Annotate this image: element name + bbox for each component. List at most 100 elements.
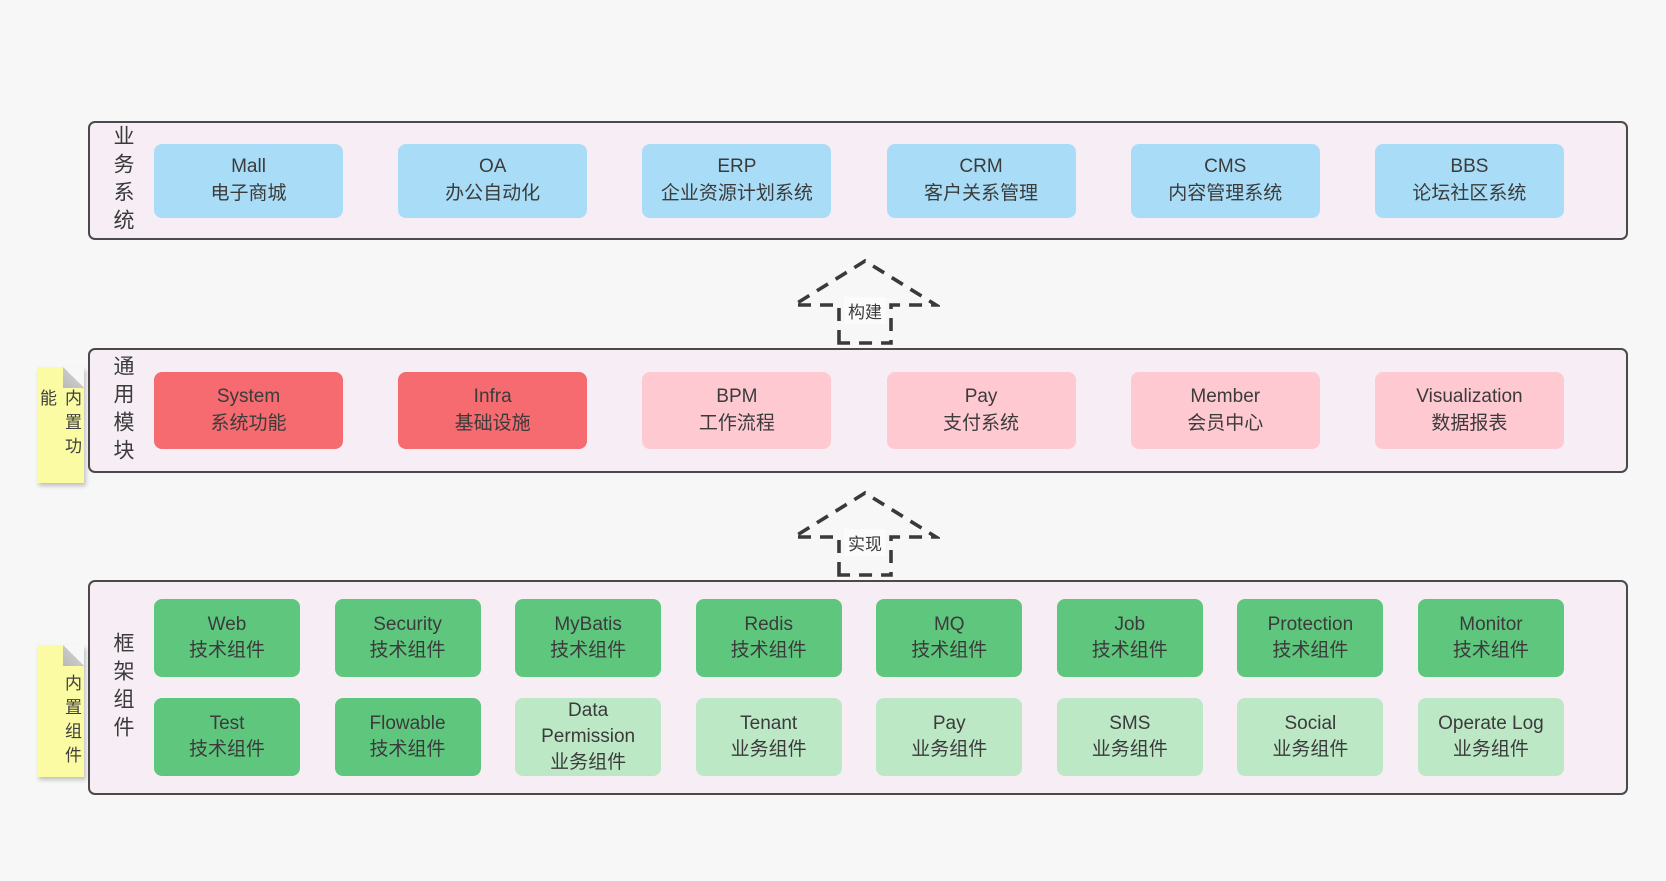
layer-modules-label: 通用模块 [111,354,134,467]
box-name: Monitor [1459,613,1523,635]
box-desc: 技术组件 [550,640,627,661]
builtin-functions-note-text: 内置功能 [37,389,81,461]
box-desc: 基础设施 [454,412,531,434]
layer-business-label: 业务系统 [111,124,134,237]
box-desc: 技术组件 [1272,640,1349,661]
box-name: Mall [231,156,266,178]
box-desc: 业务组件 [730,739,807,760]
box-name: Pay [932,712,966,734]
modules-box-row: System 系统功能 Infra 基础设施 BPM 工作流程 Pay 支付系统 Member 会… [154,372,1564,449]
box-name: MQ [933,613,965,635]
box-desc: 业务组件 [911,739,988,760]
builtin-components-note: 内置组件 [37,645,84,777]
build-arrow-label: 构建 [844,297,886,324]
box-name: CRM [959,156,1003,178]
implement-arrow-label: 实现 [844,529,886,556]
builtin-components-note-text: 内置组件 [62,674,81,770]
box-name: Operate Log [1438,712,1544,734]
box-name: Member [1190,386,1261,408]
box-name: CMS [1204,156,1247,178]
box-security: Security 技术组件 [334,599,481,677]
box-desc: 技术组件 [369,640,446,661]
box-name: Tenant [740,712,798,734]
box-name: OA [478,156,507,178]
box-desc: 会员中心 [1187,412,1264,434]
box-infra: Infra 基础设施 [398,372,588,449]
box-name: BPM [716,386,758,408]
folded-corner-icon [63,367,84,388]
box-desc: 业务组件 [1452,739,1529,760]
layer-common-modules: 通用模块 System 系统功能 Infra 基础设施 BPM 工作流程 Pay 支付系统 Me… [88,348,1628,473]
modules-boxes-area: System 系统功能 Infra 基础设施 BPM 工作流程 Pay 支付系统 Member 会… [154,350,1626,471]
box-name: Test [209,712,245,734]
box-name: Data Permission [541,699,636,747]
dashed-up-arrow-icon [790,258,940,345]
box-name: BBS [1450,156,1489,178]
box-job: Job 技术组件 [1056,599,1203,677]
box-monitor: Monitor 技术组件 [1417,599,1564,677]
box-mq: MQ 技术组件 [876,599,1023,677]
box-cms: CMS 内容管理系统 [1130,143,1320,218]
build-arrow: 构建 [790,255,940,345]
box-bbs: BBS 论坛社区系统 [1374,143,1564,218]
builtin-functions-note: 内置功能 [37,367,84,483]
components-box-row-2: Test 技术组件 Flowable 技术组件 Data Permission 业务组件 T… [154,698,1564,776]
layer-components-label: 框架组件 [111,631,134,744]
box-desc: 业务组件 [1091,739,1168,760]
box-name: Web [207,613,247,635]
folded-corner-icon [63,645,84,666]
box-desc: 技术组件 [730,640,807,661]
box-desc: 业务组件 [1272,739,1349,760]
box-desc: 技术组件 [369,739,446,760]
box-desc: 内容管理系统 [1168,182,1283,204]
box-desc: 电子商城 [210,182,287,204]
box-member: Member 会员中心 [1130,372,1320,449]
box-name: Redis [744,613,793,635]
box-mall: Mall 电子商城 [154,143,343,218]
box-web: Web 技术组件 [154,599,300,677]
box-name: Security [373,613,442,635]
box-operate-log: Operate Log 业务组件 [1417,698,1564,776]
box-flowable: Flowable 技术组件 [334,698,481,776]
implement-arrow: 实现 [790,487,940,577]
box-name: MyBatis [554,613,622,635]
box-mybatis: MyBatis 技术组件 [515,599,662,677]
box-desc: 技术组件 [188,640,265,661]
box-name: Pay [964,386,998,408]
box-desc: 客户关系管理 [924,182,1039,204]
box-name: System [216,386,281,408]
box-name: Flowable [369,712,446,734]
box-name: Visualization [1416,386,1523,408]
box-name: Protection [1267,613,1354,635]
box-desc: 技术组件 [911,640,988,661]
box-redis: Redis 技术组件 [695,599,842,677]
box-name: ERP [717,156,757,178]
box-desc: 系统功能 [210,412,287,434]
box-desc: 支付系统 [943,412,1020,434]
box-desc: 业务组件 [550,752,627,774]
box-desc: 技术组件 [1452,640,1529,661]
box-system: System 系统功能 [154,372,343,449]
box-visualization: Visualization 数据报表 [1374,372,1564,449]
box-pay: Pay 支付系统 [886,372,1076,449]
box-desc: 数据报表 [1431,412,1508,434]
box-data-permission: Data Permission 业务组件 [515,698,662,776]
box-desc: 技术组件 [188,739,265,760]
box-pay: Pay 业务组件 [876,698,1023,776]
box-desc: 工作流程 [698,412,775,434]
box-test: Test 技术组件 [154,698,300,776]
box-name: Job [1114,613,1146,635]
box-protection: Protection 技术组件 [1237,599,1384,677]
box-crm: CRM 客户关系管理 [886,143,1076,218]
box-name: SMS [1109,712,1151,734]
box-desc: 论坛社区系统 [1412,182,1527,204]
box-name: Infra [473,386,512,408]
box-desc: 技术组件 [1091,640,1168,661]
